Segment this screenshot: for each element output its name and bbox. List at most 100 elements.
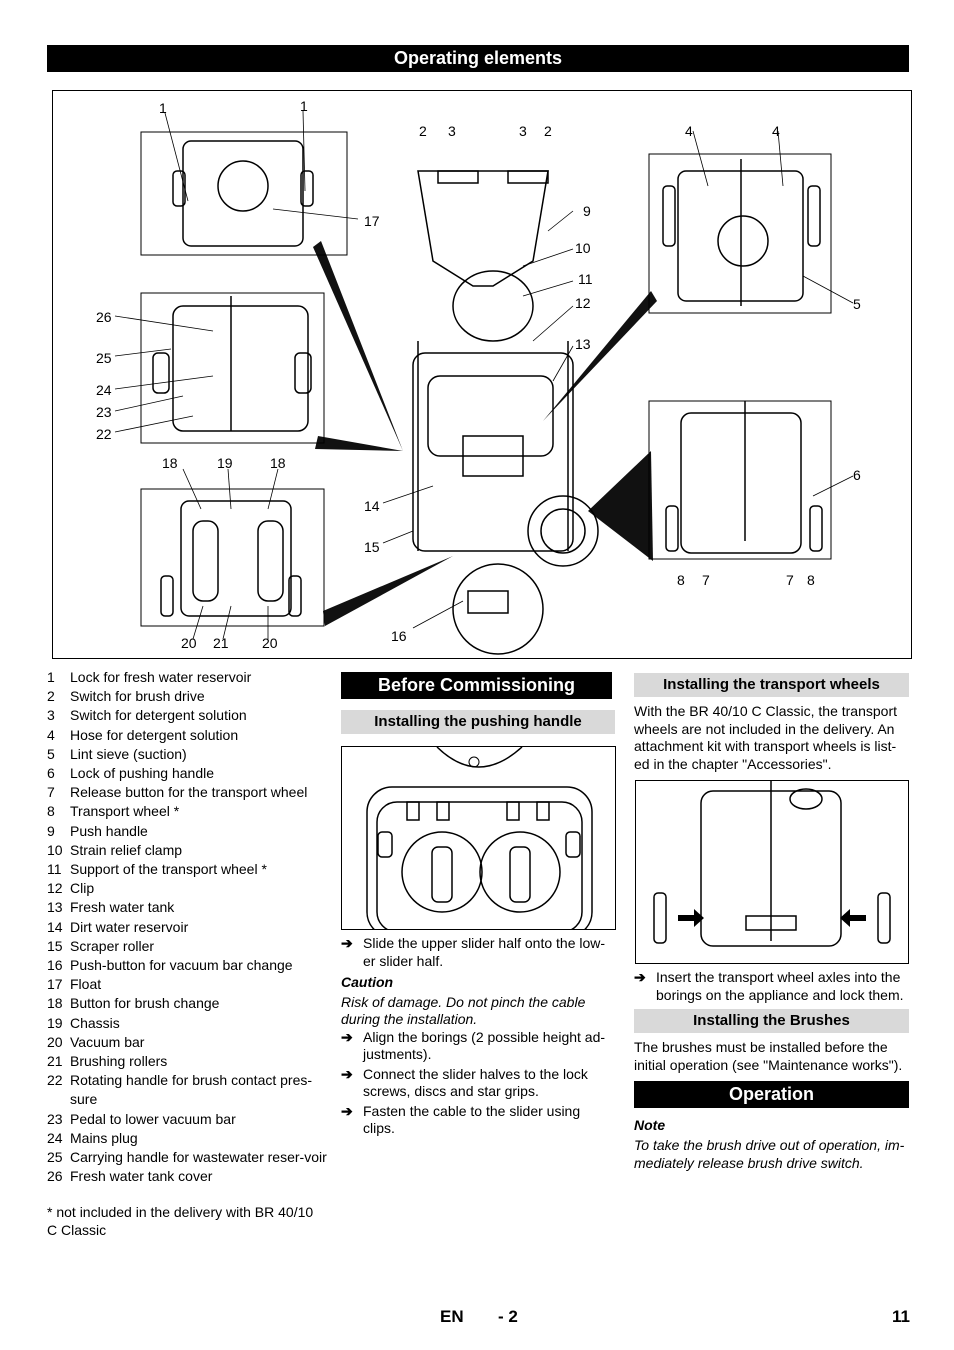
arrow-right-icon: ➔ [634, 969, 646, 985]
callout-label: 14 [364, 498, 380, 514]
section-title: Before Commissioning [377, 675, 576, 695]
callout-label: 23 [96, 404, 112, 420]
section-title: Operation [728, 1084, 814, 1104]
callout-label: 10 [575, 240, 591, 256]
section-header-before-commissioning: Before Commissioning [341, 672, 612, 699]
callout-label: 8 [807, 572, 815, 588]
instruction-step: ➔ Insert the transport wheel axles into … [634, 969, 904, 1003]
footer-language: EN [440, 1307, 464, 1326]
callout-label: 26 [96, 309, 112, 325]
footer-subpage: - 2 [498, 1307, 518, 1326]
callout-label: 20 [262, 635, 278, 651]
operating-elements-figure: 1 1 2 3 3 2 4 4 17 9 10 11 12 13 5 26 25… [52, 90, 912, 659]
subsection-header-brushes: Installing the Brushes [634, 1009, 909, 1033]
callout-label: 25 [96, 350, 112, 366]
callout-label: 6 [853, 467, 861, 483]
callout-label: 21 [213, 635, 229, 651]
callout-label: 1 [159, 100, 167, 116]
callout-label: 1 [300, 98, 308, 114]
section-header-operating-elements: Operating elements [47, 45, 909, 72]
subsection-title: Installing the pushing handle [374, 713, 582, 730]
page-number: 11 [892, 1307, 910, 1326]
instruction-step: ➔ Align the borings (2 possible height a… [341, 1028, 606, 1063]
arrow-right-icon: ➔ [341, 1102, 353, 1119]
callout-label: 12 [575, 295, 591, 311]
page-title: Operating elements [393, 48, 563, 68]
transport-wheels-illustration [653, 781, 891, 947]
pushing-handle-illustration [366, 747, 593, 929]
transport-wheels-figure [635, 780, 909, 964]
callout-label: 15 [364, 539, 380, 555]
arrow-right-icon: ➔ [341, 1065, 353, 1082]
callout-label: 18 [270, 455, 286, 471]
subsection-header-transport-wheels: Installing the transport wheels [634, 673, 909, 697]
callout-label: 22 [96, 426, 112, 442]
arrow-right-icon: ➔ [341, 1028, 353, 1045]
transport-wheels-instructions: ➔ Insert the transport wheel axles into … [634, 969, 910, 1004]
callout-label: 24 [96, 382, 112, 398]
callout-label: 17 [364, 213, 380, 229]
pushing-handle-instructions: ➔ Slide the upper slider half onto the l… [341, 935, 615, 1138]
legend-footnote: * not included in the delivery with BR 4… [47, 1204, 314, 1238]
callout-label: 2 [419, 123, 427, 139]
arrow-right-icon: ➔ [341, 935, 353, 951]
callout-label: 4 [685, 123, 693, 139]
callout-label: 2 [544, 123, 552, 139]
machine-illustration [114, 110, 854, 655]
section-header-operation: Operation [634, 1081, 909, 1108]
callout-label: 8 [677, 572, 685, 588]
callout-label: 20 [181, 635, 197, 651]
instruction-step: ➔ Fasten the cable to the slider using c… [341, 1102, 581, 1137]
instruction-step: ➔ Connect the slider halves to the lock … [341, 1065, 588, 1100]
transport-wheels-text: With the BR 40/10 C Classic, the transpo… [634, 703, 897, 772]
callout-label: 19 [217, 455, 233, 471]
callout-label: 13 [575, 336, 591, 352]
note-label: Note [634, 1117, 666, 1133]
instruction-step: ➔ Slide the upper slider half onto the l… [341, 935, 606, 969]
subsection-header-pushing-handle: Installing the pushing handle [341, 710, 615, 734]
callout-label: 9 [583, 203, 591, 219]
callout-label: 16 [391, 628, 407, 644]
pushing-handle-figure [341, 746, 616, 930]
subsection-title: Installing the Brushes [693, 1012, 850, 1029]
callout-label: 3 [519, 123, 527, 139]
callout-label: 11 [578, 271, 593, 287]
callout-label: 18 [162, 455, 178, 471]
callout-label: 3 [448, 123, 456, 139]
subsection-title: Installing the transport wheels [663, 676, 880, 693]
caution-text: Risk of damage. Do not pinch the cable d… [341, 993, 586, 1028]
callout-label: 5 [853, 296, 861, 312]
note-text: To take the brush drive out of operation… [634, 1137, 905, 1171]
callout-label: 7 [786, 572, 794, 588]
callout-label: 4 [772, 123, 780, 139]
brushes-text: The brushes must be installed before the… [634, 1039, 903, 1073]
caution-label: Caution [341, 974, 394, 990]
